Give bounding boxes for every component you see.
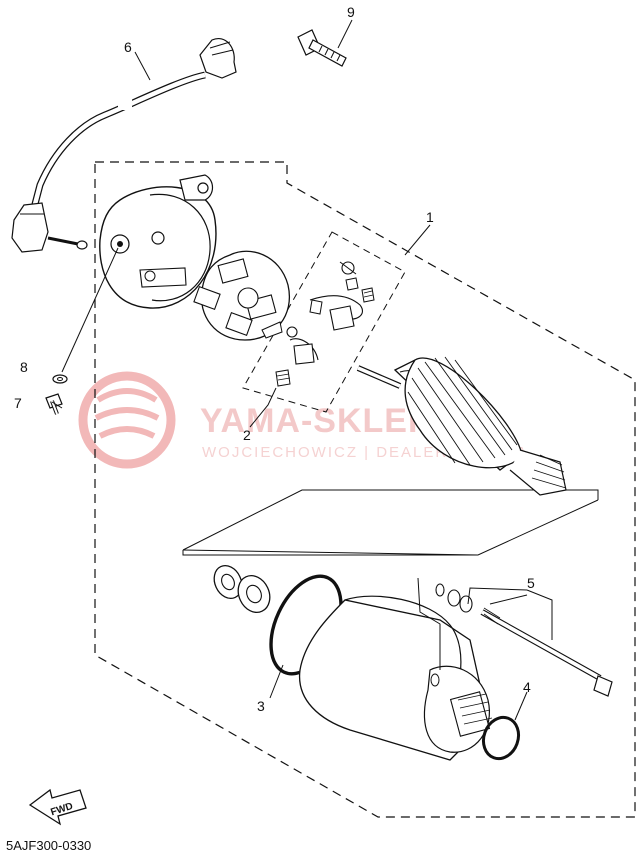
- assembly-boundary-1: [94, 161, 636, 818]
- yoke-housing: [298, 595, 493, 761]
- armature-bracket: [182, 489, 599, 556]
- washer-8: [52, 374, 68, 384]
- watermark-logo-stripes: [94, 388, 160, 439]
- label-part-5: 5: [527, 575, 535, 591]
- fwd-arrow-icon: FWD: [28, 788, 87, 826]
- label-part-9: 9: [347, 4, 355, 20]
- label-part-8: 8: [20, 359, 28, 375]
- armature-bracket-lower: [182, 499, 599, 556]
- rear-cover: [99, 174, 217, 309]
- through-bolt-5: [435, 583, 613, 697]
- bolt-7: [45, 393, 63, 415]
- armature: [356, 356, 567, 496]
- leader-lines: [51, 19, 553, 721]
- watermark-logo: [78, 371, 176, 469]
- label-part-7: 7: [14, 395, 22, 411]
- thrust-washers: [213, 564, 271, 613]
- label-part-4: 4: [523, 679, 531, 695]
- diagram-code: 5AJF300-0330: [6, 838, 91, 853]
- bolt-9: [297, 29, 347, 67]
- label-part-2: 2: [243, 427, 251, 443]
- brush-holder-plate: [193, 250, 290, 341]
- o-ring-4: [481, 715, 521, 761]
- label-part-1: 1: [426, 209, 434, 225]
- brush-set-parts: [275, 261, 375, 387]
- lead-wire-6: [11, 38, 237, 253]
- label-part-6: 6: [124, 39, 132, 55]
- label-part-3: 3: [257, 698, 265, 714]
